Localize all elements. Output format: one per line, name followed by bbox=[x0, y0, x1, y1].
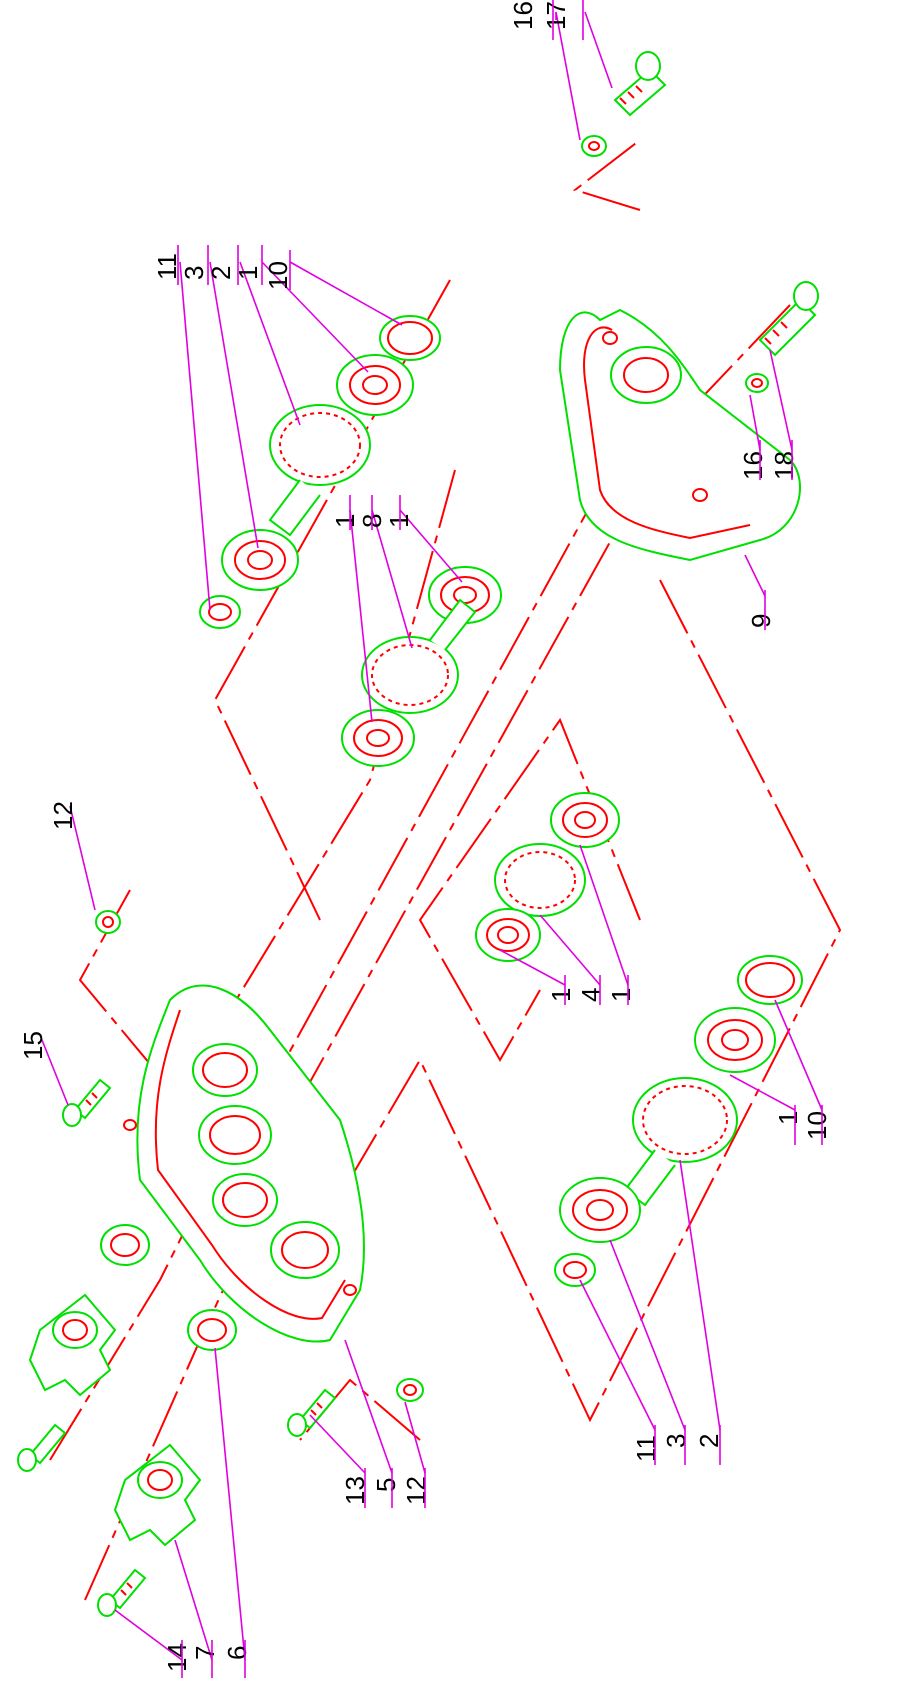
callout: 4 bbox=[576, 988, 606, 1002]
callout: 10 bbox=[802, 1111, 832, 1140]
callout: 2 bbox=[694, 1434, 724, 1448]
callout: 11 bbox=[631, 1435, 661, 1462]
callout: 12 bbox=[401, 1476, 431, 1505]
screw-15 bbox=[62, 1078, 112, 1127]
washer-16-right bbox=[745, 373, 769, 393]
callout: 7 bbox=[190, 1646, 220, 1660]
callout-labels: 16 17 11 3 2 1 10 1 8 1 12 15 16 18 9 1 … bbox=[18, 1, 832, 1672]
ring-6 bbox=[187, 1309, 237, 1351]
callout: 1 bbox=[546, 988, 576, 1002]
screw-left-top bbox=[17, 1423, 67, 1472]
assembly-axes bbox=[49, 139, 842, 1601]
cover-9 bbox=[558, 308, 801, 562]
axis-lower-shaft bbox=[319, 579, 842, 1423]
bearing-3-upper bbox=[221, 529, 299, 591]
callout: 1 bbox=[330, 514, 360, 528]
washer-16-top bbox=[581, 135, 607, 157]
callout: 9 bbox=[746, 614, 776, 628]
axis-shaft-upper bbox=[213, 279, 451, 921]
screw-13 bbox=[287, 1388, 337, 1437]
bearing-1-lower bbox=[694, 1007, 776, 1073]
axis-shaft-mid bbox=[229, 469, 456, 1011]
bearing-1-upper bbox=[336, 354, 414, 416]
callout: 6 bbox=[222, 1646, 252, 1660]
callout: 2 bbox=[206, 266, 236, 280]
axis-top-screw bbox=[572, 139, 641, 211]
bearing-1-mid-left bbox=[341, 709, 415, 767]
gear-4 bbox=[494, 843, 586, 917]
callout: 1 bbox=[606, 988, 636, 1002]
callout: 10 bbox=[263, 261, 293, 290]
callout: 14 bbox=[162, 1643, 192, 1672]
callout: 1 bbox=[384, 514, 414, 528]
axis-gear-4 bbox=[418, 717, 641, 1063]
seal-10-lower bbox=[737, 955, 803, 1005]
bearing-3-lower bbox=[559, 1177, 641, 1243]
callout: 12 bbox=[48, 801, 78, 830]
gear-2-upper bbox=[268, 404, 371, 537]
callout: 3 bbox=[179, 266, 209, 280]
axis-cover-long-2 bbox=[249, 469, 651, 1191]
callout: 18 bbox=[769, 451, 799, 480]
callout: 5 bbox=[371, 1478, 401, 1492]
bolt-17 bbox=[613, 51, 667, 117]
nut-12-upper bbox=[95, 910, 121, 934]
bolt-18 bbox=[758, 281, 819, 357]
spacer-11-lower bbox=[554, 1253, 596, 1287]
screw-14 bbox=[97, 1568, 147, 1617]
spacer-11-upper bbox=[199, 595, 241, 629]
bearing-1-gear4-right bbox=[550, 792, 620, 848]
gear-8 bbox=[361, 598, 477, 714]
axis-cover-long-1 bbox=[229, 469, 611, 1161]
bearing-1-gear4-left bbox=[475, 908, 541, 962]
coupling-upper bbox=[28, 1293, 117, 1397]
gear-2-lower bbox=[623, 1077, 738, 1207]
axis-left-2 bbox=[49, 1139, 231, 1461]
callout: 17 bbox=[541, 1, 571, 30]
seal-10-upper bbox=[379, 315, 441, 361]
callout: 3 bbox=[661, 1434, 691, 1448]
coupling-7 bbox=[113, 1443, 202, 1547]
leader-lines bbox=[39, 11, 823, 1661]
callout: 16 bbox=[738, 451, 768, 480]
callout: 16 bbox=[508, 1, 538, 30]
callout: 15 bbox=[18, 1031, 48, 1060]
nut-12-lower bbox=[396, 1378, 424, 1402]
callout-underlines bbox=[177, 0, 823, 1678]
callout: 11 bbox=[152, 253, 182, 280]
housing-5 bbox=[123, 984, 365, 1343]
callout: 1 bbox=[233, 266, 263, 280]
callout: 1 bbox=[773, 1111, 803, 1125]
axis-nut-2 bbox=[299, 1378, 421, 1441]
ring-left-upper bbox=[100, 1224, 150, 1266]
